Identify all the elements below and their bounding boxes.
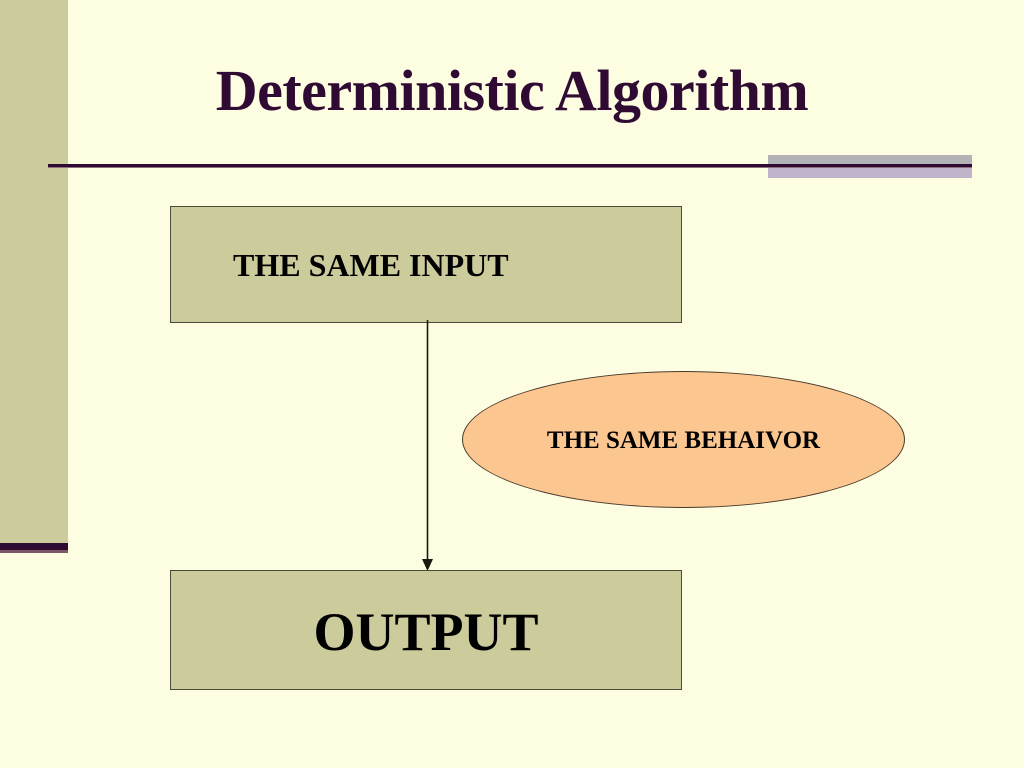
title-rule-grey-block xyxy=(768,155,972,165)
flow-node-behavior[interactable]: THE SAME BEHAIVOR xyxy=(462,371,905,508)
flow-edge-input-to-output xyxy=(422,320,433,571)
title-rule-shadow xyxy=(48,167,972,168)
left-accent-band xyxy=(0,0,68,543)
flow-edge-arrowhead-icon xyxy=(422,559,433,571)
title-rule-lavender-block xyxy=(768,168,972,178)
page-title: Deterministic Algorithm xyxy=(215,58,809,123)
left-accent-band-footer xyxy=(0,543,68,550)
flow-node-output[interactable]: OUTPUT xyxy=(170,570,682,690)
flow-node-output-label: OUTPUT xyxy=(313,602,539,662)
left-accent-band-footer-shadow xyxy=(0,550,68,553)
flow-node-input[interactable]: THE SAME INPUT xyxy=(170,206,682,323)
title-rule xyxy=(48,164,972,167)
flow-node-behavior-label: THE SAME BEHAIVOR xyxy=(546,426,821,454)
flow-node-input-label: THE SAME INPUT xyxy=(233,247,509,283)
